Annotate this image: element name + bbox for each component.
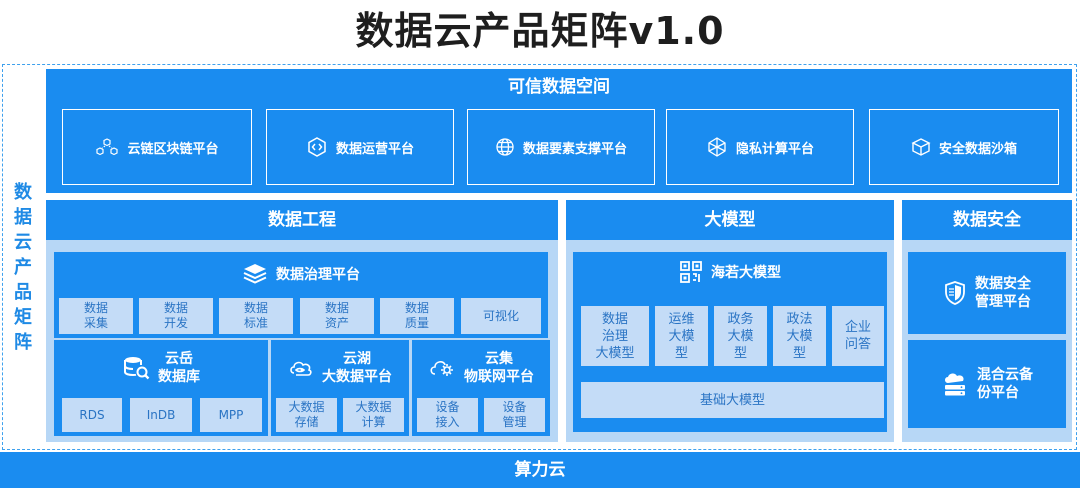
side-label-char: 矩 xyxy=(14,307,32,328)
blockchain-cubes-icon xyxy=(95,137,119,157)
panel-title-text: 云岳 数据库 xyxy=(158,351,200,385)
band-title: 可信数据空间 xyxy=(508,77,610,97)
panel-title-text: 云湖 大数据平台 xyxy=(322,351,392,385)
model-chip[interactable]: 数据 治理 大模型 xyxy=(581,306,649,366)
governance-chip[interactable]: 数据 质量 xyxy=(380,298,454,334)
matrix-frame xyxy=(2,64,1077,450)
side-label-char: 据 xyxy=(14,207,32,228)
yunji-iot-panel[interactable]: 云集 物联网平台 设备 接入 设备 管理 xyxy=(412,340,550,436)
yunyue-database-panel[interactable]: 云岳 数据库 RDS InDB MPP xyxy=(54,340,268,436)
stacked-layers-icon xyxy=(242,262,268,286)
data-engineering-section: 数据工程 数据治理平台 数据 采集 数据 开发 数据 标准 数据 资产 数据 质… xyxy=(46,200,558,442)
panel-title-text: 海若大模型 xyxy=(711,265,781,281)
privacy-compute-platform-box[interactable]: 隐私计算平台 xyxy=(666,109,854,185)
hybrid-backup-panel[interactable]: 混合云备 份平台 xyxy=(908,340,1066,428)
yunyue-chip[interactable]: RDS xyxy=(62,398,122,432)
security-sandbox-box[interactable]: 安全数据沙箱 xyxy=(869,109,1059,185)
shield-icon xyxy=(943,280,967,306)
panel-title-row: 混合云备 份平台 xyxy=(908,340,1066,428)
box-label: 数据要素支撑平台 xyxy=(522,141,627,157)
panel-title-row: 数据治理平台 xyxy=(54,262,548,286)
privacy-compute-icon xyxy=(706,136,728,158)
box-label: 云链区块链平台 xyxy=(127,141,219,157)
large-model-section: 大模型 海若大模型 数据 治理 大模型 运维 大模 型 政务 大模 型 政法 大… xyxy=(566,200,894,442)
section-title: 大模型 xyxy=(566,200,894,240)
side-label-char: 数 xyxy=(14,182,32,203)
base-model-chip[interactable]: 基础大模型 xyxy=(581,382,884,418)
cloud-server-icon xyxy=(941,371,969,397)
model-chip[interactable]: 政法 大模 型 xyxy=(773,306,826,366)
yunhu-chip[interactable]: 大数据 存储 xyxy=(276,398,337,432)
governance-chip[interactable]: 数据 标准 xyxy=(219,298,293,334)
yunji-chip[interactable]: 设备 接入 xyxy=(417,398,478,432)
sandbox-box-icon xyxy=(911,137,931,157)
side-label: 数 据 云 产 品 矩 阵 xyxy=(4,180,42,355)
governance-chip[interactable]: 可视化 xyxy=(461,298,541,334)
data-security-mgmt-panel[interactable]: 数据安全 管理平台 xyxy=(908,252,1066,334)
yunyue-chip[interactable]: InDB xyxy=(130,398,192,432)
database-search-icon xyxy=(122,355,150,381)
section-title: 数据工程 xyxy=(46,200,558,240)
hexagon-arrows-icon xyxy=(306,136,328,158)
compute-cloud-bar: 算力云 xyxy=(0,452,1080,488)
qr-grid-icon xyxy=(679,260,703,284)
trusted-data-space-band: 可信数据空间 云链区块链平台 数据运营平台 xyxy=(46,69,1072,193)
hairuo-model-panel[interactable]: 海若大模型 数据 治理 大模型 运维 大模 型 政务 大模 型 政法 大模 型 … xyxy=(573,252,887,432)
yunyue-chip[interactable]: MPP xyxy=(200,398,262,432)
panel-title-text: 混合云备 份平台 xyxy=(977,367,1033,401)
panel-title-text: 数据安全 管理平台 xyxy=(975,276,1031,310)
data-operation-platform-box[interactable]: 数据运营平台 xyxy=(266,109,454,185)
governance-chip[interactable]: 数据 采集 xyxy=(59,298,133,334)
side-label-char: 云 xyxy=(14,232,32,253)
panel-title-row: 云岳 数据库 xyxy=(54,350,268,386)
box-label: 数据运营平台 xyxy=(335,141,414,157)
cloud-gear-icon xyxy=(428,357,456,379)
governance-chip[interactable]: 数据 开发 xyxy=(139,298,213,334)
page-title: 数据云产品矩阵v1.0 xyxy=(355,9,725,53)
side-label-char: 品 xyxy=(14,282,32,303)
side-label-char: 产 xyxy=(14,257,32,278)
panel-title-row: 海若大模型 xyxy=(573,260,887,284)
box-label: 隐私计算平台 xyxy=(735,141,814,157)
panel-title-row: 云湖 大数据平台 xyxy=(271,350,409,386)
data-security-section: 数据安全 数据安全 管理平台 xyxy=(902,200,1072,442)
section-title: 数据安全 xyxy=(902,200,1072,240)
side-label-char: 阵 xyxy=(14,332,32,353)
box-label: 安全数据沙箱 xyxy=(938,141,1017,157)
model-chip[interactable]: 企业 问答 xyxy=(832,306,884,366)
cloud-fish-icon xyxy=(288,357,314,379)
yunhu-chip[interactable]: 大数据 计算 xyxy=(343,398,404,432)
model-chip[interactable]: 运维 大模 型 xyxy=(655,306,708,366)
yunhu-bigdata-panel[interactable]: 云湖 大数据平台 大数据 存储 大数据 计算 xyxy=(271,340,409,436)
model-chip[interactable]: 政务 大模 型 xyxy=(714,306,767,366)
panel-title-row: 云集 物联网平台 xyxy=(412,350,550,386)
panel-title-text: 云集 物联网平台 xyxy=(464,351,534,385)
governance-chip[interactable]: 数据 资产 xyxy=(300,298,374,334)
panel-title-text: 数据治理平台 xyxy=(276,267,360,283)
data-element-platform-box[interactable]: 数据要素支撑平台 xyxy=(467,109,655,185)
blockchain-platform-box[interactable]: 云链区块链平台 xyxy=(62,109,252,185)
panel-title-row: 数据安全 管理平台 xyxy=(908,252,1066,334)
globe-network-icon xyxy=(495,137,515,157)
yunji-chip[interactable]: 设备 管理 xyxy=(484,398,545,432)
data-governance-panel[interactable]: 数据治理平台 数据 采集 数据 开发 数据 标准 数据 资产 数据 质量 可视化 xyxy=(54,252,548,338)
